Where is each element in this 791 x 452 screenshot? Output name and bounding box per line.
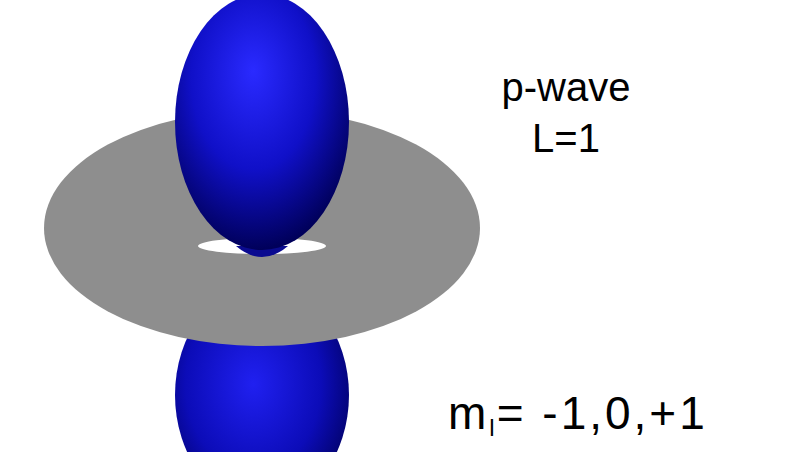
quantum-number-values: = -1,0,+1	[497, 390, 708, 436]
wave-type-label: p-wave	[502, 67, 631, 107]
upper-lobe	[175, 0, 349, 250]
quantum-number-label: L=1	[532, 118, 600, 158]
quantum-number-symbol: m	[448, 390, 486, 436]
subscript: l	[489, 416, 494, 440]
